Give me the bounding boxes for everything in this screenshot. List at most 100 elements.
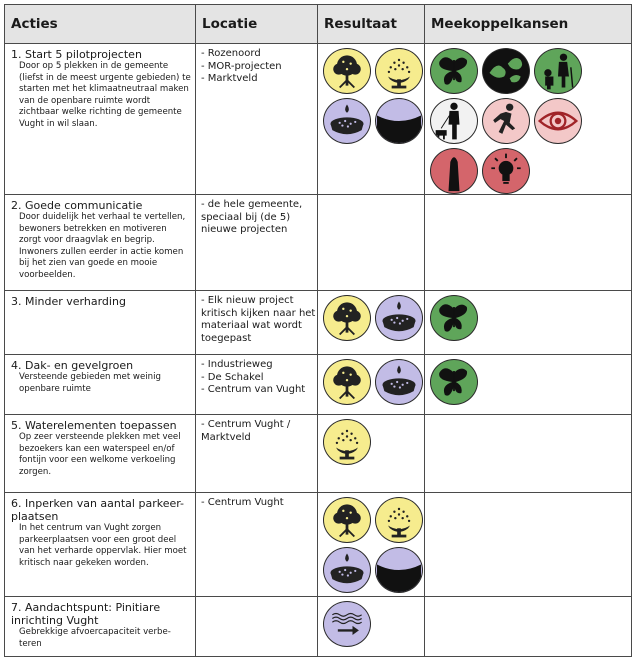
- action-title: 1. Start 5 pilotprojecten: [11, 48, 142, 61]
- header-resultaat: Resultaat: [317, 4, 425, 44]
- action-title: 3. Minder verharding: [11, 295, 126, 308]
- action-description: Gebrekkige afvoercapaciteit verbe-teren: [19, 627, 171, 649]
- action-cell: 3. Minder verharding: [4, 290, 196, 355]
- meekoppel-cell: [424, 414, 632, 493]
- action-description: In het centrum van Vught zorgen parkeerp…: [19, 523, 187, 568]
- location-cell: [195, 596, 318, 657]
- meekoppel-cell: [424, 354, 632, 415]
- location-item: - Centrum Vught: [201, 497, 284, 508]
- location-item: - Rozenoord: [201, 48, 261, 59]
- action-description: Op zeer versteende plekken met veel bezo…: [19, 432, 181, 477]
- action-title: 2. Goede communicatie: [11, 199, 143, 212]
- resultaat-cell: [317, 194, 425, 291]
- fountain-icon: [323, 419, 371, 465]
- actions-table: Acties Locatie Resultaat Meekoppelkansen…: [4, 4, 632, 657]
- location-cell: - Rozenoord- MOR-projecten- Marktveld: [195, 43, 318, 195]
- meekoppel-icons: [425, 44, 631, 194]
- resultaat-cell: [317, 43, 425, 195]
- action-title: 4. Dak- en gevelgroen: [11, 359, 134, 372]
- action-title: 5. Waterelementen toepassen: [11, 419, 177, 432]
- resultaat-icons: [318, 597, 424, 647]
- action-title: 7. Aandachtspunt: Pinitiare inrichting V…: [11, 601, 161, 627]
- tower-icon: [430, 148, 478, 194]
- meekoppel-cell: [424, 43, 632, 195]
- table-row: 7. Aandachtspunt: Pinitiare inrichting V…: [4, 596, 632, 657]
- meekoppel-icons: [425, 195, 631, 199]
- header-meekoppelkansen: Meekoppelkansen: [424, 4, 632, 44]
- header-acties: Acties: [4, 4, 196, 44]
- location-list: - Centrum Vught / Marktveld: [201, 419, 317, 444]
- birds-icon: [482, 48, 530, 94]
- action-title: 6. Inperken van aantal parkeer-plaatsen: [11, 497, 185, 523]
- meekoppel-cell: [424, 596, 632, 657]
- header-locatie: Locatie: [195, 4, 318, 44]
- page: Acties Locatie Resultaat Meekoppelkansen…: [4, 4, 632, 657]
- water-basin-icon: [375, 98, 423, 144]
- location-list: - Industrieweg- De Schakel- Centrum van …: [201, 359, 317, 397]
- tree-icon: [323, 48, 371, 94]
- waves-arrow-icon: [323, 601, 371, 647]
- eye-icon: [534, 98, 582, 144]
- resultaat-icons: [318, 355, 424, 405]
- runner-icon: [482, 98, 530, 144]
- resultaat-icons: [318, 44, 424, 144]
- resultaat-icons: [318, 493, 424, 593]
- tree-icon: [323, 497, 371, 543]
- location-list: - Centrum Vught: [201, 497, 317, 510]
- water-tray-icon: [375, 359, 423, 405]
- location-cell: - Industrieweg- De Schakel- Centrum van …: [195, 354, 318, 415]
- location-item: - Marktveld: [201, 73, 258, 84]
- water-basin-icon: [375, 547, 423, 593]
- meekoppel-icons: [425, 355, 631, 405]
- resultaat-cell: [317, 492, 425, 597]
- meekoppel-cell: [424, 290, 632, 355]
- resultaat-cell: [317, 414, 425, 493]
- action-description: Door duidelijk het verhaal te vertellen,…: [19, 212, 186, 280]
- meekoppel-icons: [425, 493, 631, 497]
- location-item: - De Schakel: [201, 371, 264, 383]
- resultaat-icons: [318, 195, 424, 199]
- tree-icon: [323, 359, 371, 405]
- action-cell: 7. Aandachtspunt: Pinitiare inrichting V…: [4, 596, 196, 657]
- action-description: Door op 5 plekken in de gemeente (liefst…: [19, 61, 191, 129]
- header-row: Acties Locatie Resultaat Meekoppelkansen: [4, 4, 632, 44]
- resultaat-cell: [317, 596, 425, 657]
- location-cell: - de hele gemeente, speciaal bij (de 5) …: [195, 194, 318, 291]
- butterfly-icon: [430, 48, 478, 94]
- location-item: - Centrum van Vught: [201, 384, 306, 395]
- meekoppel-cell: [424, 194, 632, 291]
- tree-icon: [323, 295, 371, 341]
- location-list: - Rozenoord- MOR-projecten- Marktveld: [201, 48, 317, 86]
- butterfly-icon: [430, 359, 478, 405]
- elderly-walking-icon: [534, 48, 582, 94]
- lightbulb-icon: [482, 148, 530, 194]
- location-list: - Elk nieuw project kritisch kijken naar…: [201, 295, 317, 345]
- location-item: - Industrieweg: [201, 359, 273, 370]
- dog-walker-icon: [430, 98, 478, 144]
- action-description: Versteende gebieden met weinig openbare …: [19, 372, 161, 394]
- meekoppel-icons: [425, 597, 631, 601]
- fountain-icon: [375, 48, 423, 94]
- water-tray-icon: [375, 295, 423, 341]
- resultaat-icons: [318, 415, 424, 465]
- water-tray-icon: [323, 98, 371, 144]
- fountain-icon: [375, 497, 423, 543]
- location-item: - MOR-projecten: [201, 60, 282, 72]
- location-cell: - Centrum Vught: [195, 492, 318, 597]
- resultaat-icons: [318, 291, 424, 341]
- location-list: - de hele gemeente, speciaal bij (de 5) …: [201, 199, 317, 237]
- table-row: 3. Minder verharding - Elk nieuw project …: [4, 290, 632, 355]
- butterfly-icon: [430, 295, 478, 341]
- location-cell: - Centrum Vught / Marktveld: [195, 414, 318, 493]
- location-item: - Elk nieuw project kritisch kijken naar…: [201, 295, 316, 344]
